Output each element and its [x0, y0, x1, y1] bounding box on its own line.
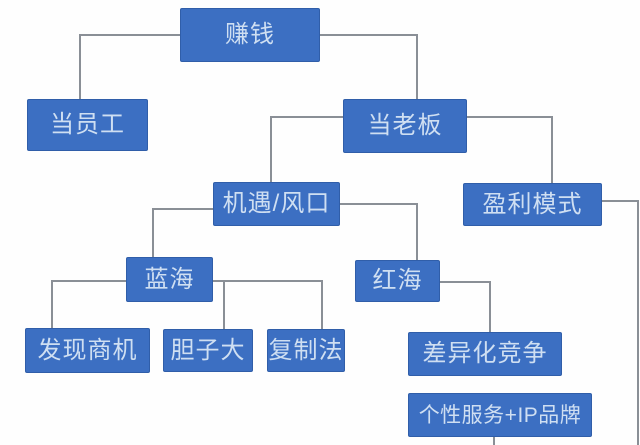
node-personal-service-label: 个性服务+IP品牌 — [418, 403, 582, 427]
connector-profit-model-right-v — [637, 200, 639, 445]
node-employee-label: 当员工 — [50, 111, 125, 138]
node-differentiation: 差异化竞争 — [408, 332, 562, 376]
connector-blue-ocean-copy-method-v — [321, 280, 323, 329]
node-personal-service: 个性服务+IP品牌 — [408, 393, 592, 437]
connector-opportunity-red-ocean-v — [416, 203, 418, 260]
node-boldness-label: 胆子大 — [170, 336, 246, 364]
node-boss: 当老板 — [343, 99, 467, 153]
connector-red-ocean-differentiation-h — [440, 281, 490, 283]
node-make-money: 赚钱 — [180, 8, 320, 62]
node-make-money-label: 赚钱 — [225, 21, 275, 48]
connector-blue-ocean-copy-method-h — [213, 280, 322, 282]
node-copy-method: 复制法 — [267, 329, 345, 372]
connector-blue-ocean-find-opportunity-h — [51, 280, 126, 282]
connector-blue-ocean-boldness-v — [223, 280, 225, 329]
node-boldness: 胆子大 — [163, 329, 253, 372]
connector-opportunity-blue-ocean-v — [152, 208, 154, 257]
connector-boss-opportunity-h — [270, 116, 343, 118]
node-profit-model: 盈利模式 — [463, 183, 602, 226]
node-copy-method-label: 复制法 — [268, 336, 344, 364]
connector-make-money-boss-h — [320, 34, 417, 36]
node-employee: 当员工 — [27, 99, 148, 151]
node-red-ocean-label: 红海 — [372, 267, 423, 294]
node-find-opportunity: 发现商机 — [25, 328, 150, 373]
connector-boss-opportunity-v — [270, 116, 272, 182]
connector-personal-service-down-stub — [493, 437, 495, 445]
node-opportunity: 机遇/风口 — [213, 182, 340, 226]
connector-make-money-boss-v — [416, 34, 418, 99]
connector-opportunity-red-ocean-h — [340, 203, 417, 205]
connector-opportunity-blue-ocean-h — [152, 208, 213, 210]
node-opportunity-label: 机遇/风口 — [222, 190, 331, 217]
connector-blue-ocean-find-opportunity-v — [51, 280, 53, 328]
node-blue-ocean-label: 蓝海 — [144, 265, 195, 293]
node-red-ocean: 红海 — [355, 260, 440, 302]
connector-red-ocean-differentiation-v — [489, 281, 491, 332]
connector-make-money-employee-h — [79, 34, 181, 36]
connector-profit-model-right-h — [602, 200, 638, 202]
node-profit-model-label: 盈利模式 — [482, 190, 583, 218]
node-blue-ocean: 蓝海 — [126, 257, 213, 302]
connector-make-money-employee-v — [79, 34, 81, 99]
node-differentiation-label: 差异化竞争 — [422, 340, 548, 367]
node-boss-label: 当老板 — [367, 112, 443, 139]
connector-boss-profit-model-v — [551, 116, 553, 183]
node-find-opportunity-label: 发现商机 — [37, 336, 138, 364]
connector-boss-profit-model-h — [467, 116, 552, 118]
